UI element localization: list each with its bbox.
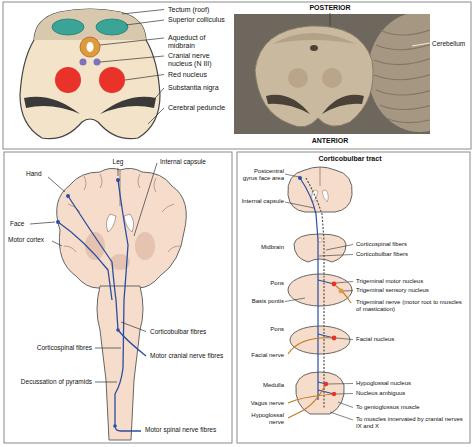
structure-label: Motor spinal nerve fibres <box>145 426 229 433</box>
structure-label: Superior colliculus <box>168 16 232 24</box>
structure-label: Trigeminal sensory nucleus <box>356 287 466 294</box>
structure-label: Decussation of pyramids <box>8 378 92 385</box>
structure-label: Cranial nerve nucleus (N III) <box>168 52 232 68</box>
brainstem-sections <box>288 167 352 414</box>
structure-label: Corticospinal fibres <box>8 344 92 351</box>
structure-label: Tectum (roof) <box>168 6 232 14</box>
midbrain-photo <box>234 12 472 134</box>
structure-label: Basis pontis <box>240 298 284 305</box>
structure-label: Corticospinal fibers <box>356 241 466 248</box>
structure-label: Vagus nerve <box>240 400 284 407</box>
structure-label: Red nucleus <box>168 71 232 79</box>
structure-label: Medulla <box>240 382 284 389</box>
leader-line <box>285 174 353 420</box>
structure-label: Internal capsule <box>240 198 284 205</box>
structure-label: Corticobulbar fibres <box>150 328 228 335</box>
neuron-dot <box>56 178 120 428</box>
structure-label: Nucleus ambiguus <box>356 390 466 397</box>
structure-label: Hypoglossal nerve <box>240 412 284 426</box>
structure-label: To muscles innervated by cranial nerves … <box>356 416 466 430</box>
orientation-label: POSTERIOR <box>295 4 365 12</box>
tract-line <box>300 178 334 408</box>
structure-label: Internal capsule <box>160 158 228 165</box>
structure-label: Hypoglossal nucleus <box>356 380 466 387</box>
structure-label: Leg <box>106 158 130 165</box>
nucleus-dot <box>298 176 343 396</box>
structure-label: Cerebral peduncle <box>168 104 232 112</box>
panel-frame <box>4 152 232 443</box>
structure-label: Facial nerve <box>240 352 284 359</box>
panel-frame <box>3 2 471 149</box>
structure-label: Substantia nigra <box>168 84 232 92</box>
structure-label: Hand <box>26 170 50 177</box>
structure-label: Motor cranial nerve fibres <box>150 352 228 359</box>
motor-pathway <box>58 180 146 431</box>
brain-coronal <box>57 168 187 440</box>
leader-line <box>100 10 164 125</box>
structure-label: Pons <box>240 280 284 287</box>
orientation-label: ANTERIOR <box>295 137 365 145</box>
structure-label: Motor cortex <box>8 236 50 243</box>
structure-label: Postcentral gyrus face area <box>240 168 284 182</box>
structure-label: Face <box>10 220 32 227</box>
structure-label: Corticobulbar fibers <box>356 251 466 258</box>
structure-label: Aqueduct of midbrain <box>168 34 232 50</box>
structure-label: Cerebellum <box>432 40 470 47</box>
structure-label: Pons <box>240 326 284 333</box>
panel-frame <box>237 152 470 443</box>
midbrain-schematic <box>20 9 160 139</box>
structure-label: Midbrain <box>240 244 284 251</box>
structure-label: Trigeminal motor nucleus <box>356 278 466 285</box>
panel-title: Corticobulbar tract <box>285 155 415 163</box>
structure-label: To genioglossus muscle <box>356 404 466 411</box>
structure-label: Trigeminal nerve (motor root to muscles … <box>356 299 466 313</box>
structure-label: Facial nucleus <box>356 336 466 343</box>
cranial-nerve <box>288 286 351 418</box>
